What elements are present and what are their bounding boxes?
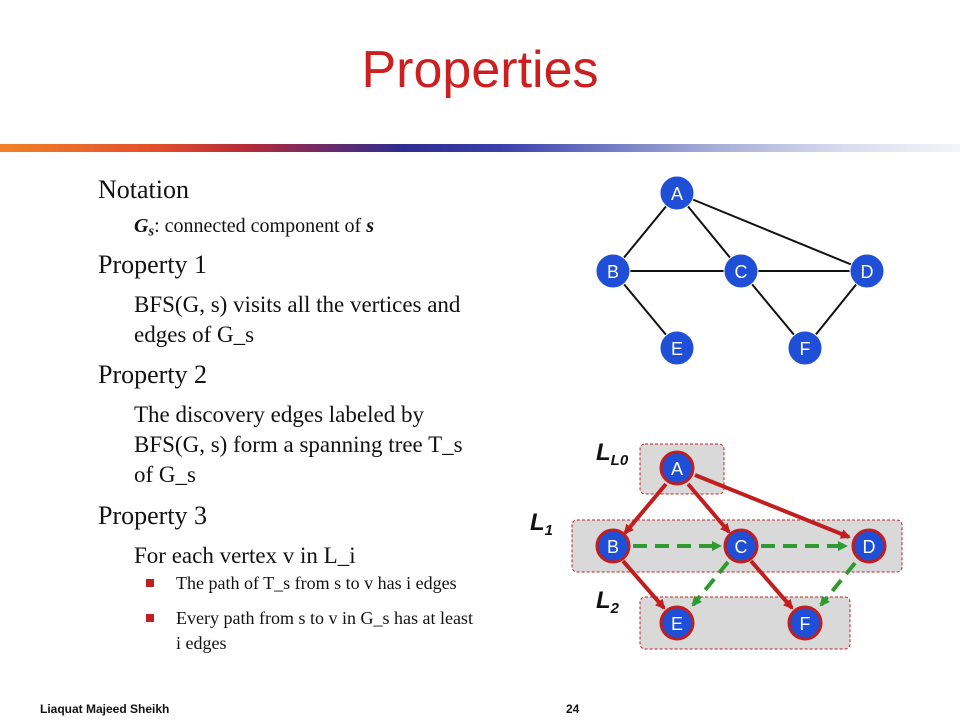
property2-line-1: The discovery edges labeled by: [134, 402, 424, 427]
notation-var: s: [366, 215, 375, 237]
property2-line-2: BFS(G, s) form a spanning tree T_s: [134, 432, 463, 457]
notation-symbol: G: [134, 215, 149, 237]
notation-heading: Notation: [98, 175, 189, 204]
notation-text: : connected component of: [154, 215, 367, 237]
property1-heading: Property 1: [98, 250, 208, 279]
property3-line: For each vertex v in L_i: [134, 543, 356, 568]
bullet-text-2: Every path from s to v in G_s has at lea…: [176, 608, 473, 628]
property1-line-2: edges of G_s: [134, 322, 255, 347]
square-bullet-icon: [146, 614, 154, 622]
property1-line-1: BFS(G, s) visits all the vertices and: [134, 292, 461, 317]
title-divider: [0, 144, 960, 152]
notation-line: Gs: connected component of s: [134, 214, 374, 241]
notation-subscript: s: [148, 223, 155, 240]
property2-line-3: of G_s: [134, 462, 196, 487]
bullet-text-1: The path of T_s from s to v has i edges: [176, 573, 457, 593]
footer-author: Liaquat Majeed Sheikh: [40, 702, 170, 716]
slide-title: Properties: [361, 41, 599, 99]
bullet-text-3: i edges: [176, 633, 227, 653]
square-bullet-icon: [146, 579, 154, 587]
footer-page-number: 24: [566, 702, 580, 716]
property2-heading: Property 2: [98, 360, 208, 389]
property3-heading: Property 3: [98, 501, 208, 530]
